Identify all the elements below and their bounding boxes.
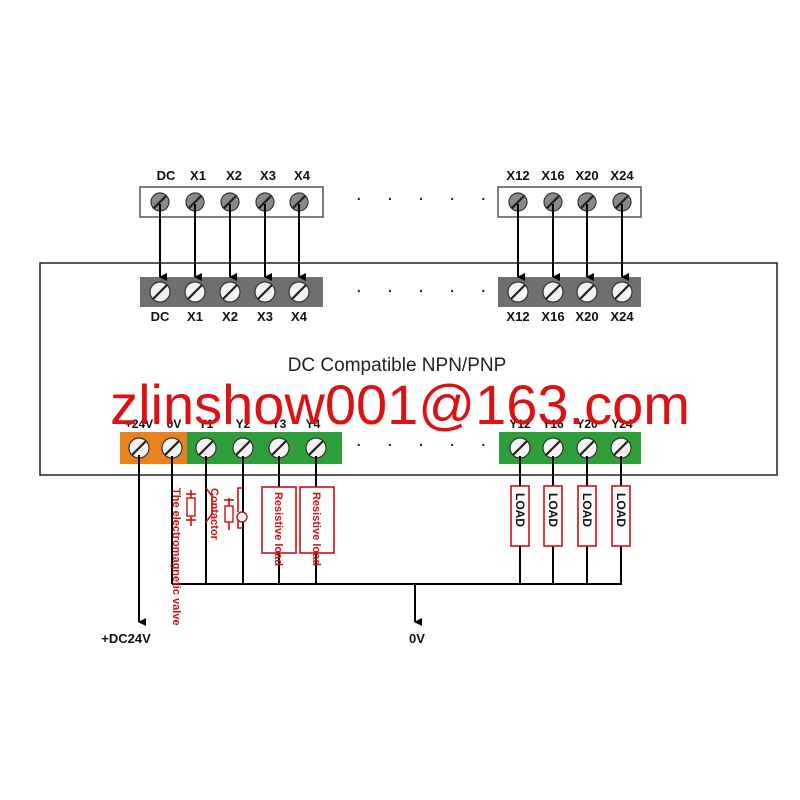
label-y1: Y1 [199, 417, 214, 431]
load-box-y20 [577, 485, 597, 547]
coil-icon [186, 497, 196, 517]
resistive-load-1 [261, 486, 297, 554]
label-y20: Y20 [576, 417, 598, 431]
device-label-x2: X2 [222, 309, 238, 324]
load-box-y16 [543, 485, 563, 547]
screw-terminal-icon [161, 437, 183, 459]
screw-terminal-icon [507, 281, 529, 303]
screw-terminal-icon [543, 192, 563, 212]
contactor-contact-icon [236, 511, 248, 523]
top-labels-right: X12 X16 X20 X24 [506, 168, 634, 183]
screw-terminal-icon [612, 192, 632, 212]
label-y12: Y12 [509, 417, 531, 431]
screw-terminal-icon [150, 192, 170, 212]
supply-label: +DC24V [101, 631, 151, 646]
resistive-load-1-label: Resistive load [272, 492, 284, 566]
screw-terminal-icon [195, 437, 217, 459]
label-y3: Y3 [272, 417, 287, 431]
device-input-labels-right: X12 X16 X20 X24 [506, 309, 634, 324]
screw-terminal-icon [255, 192, 275, 212]
screw-terminals [128, 192, 633, 459]
ellipsis-bottom: . . . . . . . [356, 429, 558, 451]
load-label-y12: LOAD [513, 493, 527, 527]
top-label-x16: X16 [541, 168, 564, 183]
valve-label: The electromagnetic valve [170, 488, 182, 626]
ellipsis-top: . . . . . . . [356, 183, 558, 205]
screw-terminal-icon [509, 437, 531, 459]
screw-terminal-icon [232, 437, 254, 459]
screw-terminal-icon [576, 281, 598, 303]
screw-terminal-icon [542, 281, 564, 303]
device-label-x20: X20 [575, 309, 598, 324]
contactor-symbol [224, 487, 248, 530]
label-y16: Y16 [542, 417, 564, 431]
screw-terminal-icon [611, 281, 633, 303]
screw-terminal-icon [576, 437, 598, 459]
ground-label: 0V [409, 631, 425, 646]
screw-terminal-icon [185, 192, 205, 212]
device-label-x3: X3 [257, 309, 273, 324]
top-label-x24: X24 [610, 168, 634, 183]
label-y4: Y4 [306, 417, 321, 431]
load-label-y24: LOAD [614, 493, 628, 527]
ellipsis-middle: . . . . . . . [356, 275, 558, 297]
screw-terminal-icon [219, 281, 241, 303]
device-label-x16: X16 [541, 309, 564, 324]
valve-bracket [205, 487, 213, 523]
device-label-x4: X4 [291, 309, 308, 324]
device-label-x1: X1 [187, 309, 203, 324]
device-label-x12: X12 [506, 309, 529, 324]
top-label-dc: DC [157, 168, 176, 183]
watermark-email: zlinshow001@163.com [110, 373, 690, 436]
screw-terminal-icon [610, 437, 632, 459]
screw-terminal-icon [254, 281, 276, 303]
load-box-y12 [510, 485, 530, 547]
valve-symbol [186, 487, 213, 526]
screw-terminal-icon [184, 281, 206, 303]
top-labels-left: DC X1 X2 X3 X4 [157, 168, 311, 183]
output-labels: +24V 0V Y1 Y2 Y3 Y4 Y12 Y16 Y20 Y24 [125, 417, 633, 431]
device-title: DC Compatible NPN/PNP [288, 355, 507, 376]
input-wires [159, 204, 629, 281]
label-0v: 0V [167, 417, 182, 431]
contactor-coil-icon [224, 505, 234, 523]
top-label-x12: X12 [506, 168, 529, 183]
screw-terminal-icon [220, 192, 240, 212]
device-input-labels-left: DC X1 X2 X3 X4 [151, 309, 308, 324]
device-label-dc: DC [151, 309, 170, 324]
load-label-y16: LOAD [546, 493, 560, 527]
screw-terminal-icon [288, 281, 310, 303]
device-label-x24: X24 [610, 309, 634, 324]
label-y24: Y24 [611, 417, 633, 431]
top-label-x1: X1 [190, 168, 206, 183]
screw-terminal-icon [149, 281, 171, 303]
label-y2: Y2 [236, 417, 251, 431]
top-label-x2: X2 [226, 168, 242, 183]
screw-terminal-icon [268, 437, 290, 459]
screw-terminal-icon [128, 437, 150, 459]
label-plus24v: +24V [125, 417, 153, 431]
top-label-x20: X20 [575, 168, 598, 183]
output-wires [138, 455, 622, 626]
screw-terminal-icon [542, 437, 564, 459]
screw-terminal-icon [305, 437, 327, 459]
top-label-x3: X3 [260, 168, 276, 183]
contactor-label: Contactor [208, 488, 220, 541]
load-box-y24 [611, 485, 631, 547]
resistive-load-2-label: Resistive load [310, 492, 322, 566]
top-label-x4: X4 [294, 168, 311, 183]
load-label-y20: LOAD [580, 493, 594, 527]
resistive-load-2 [299, 486, 335, 554]
